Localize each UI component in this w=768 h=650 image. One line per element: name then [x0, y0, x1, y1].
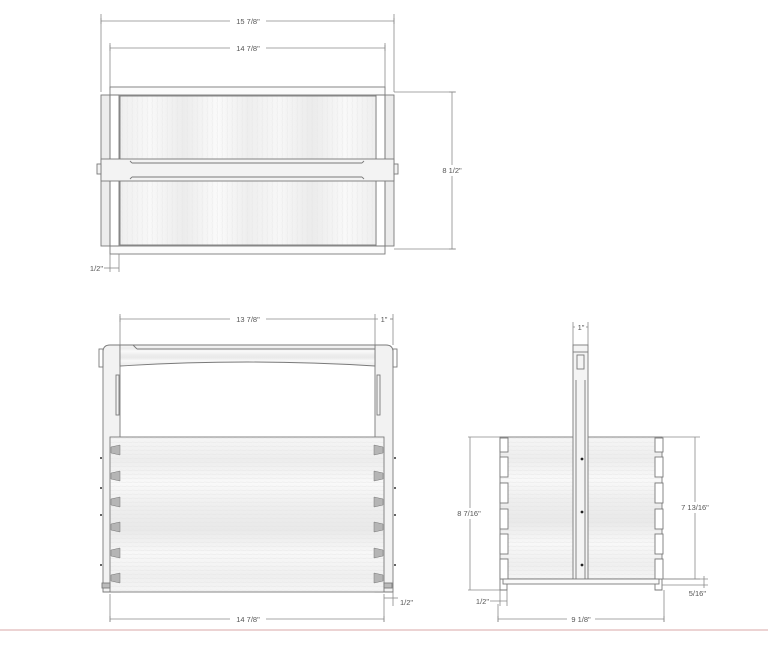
front-handle-bar: [119, 344, 376, 367]
top-rail-front: [109, 245, 386, 255]
label-side-box-height: 7 13/16": [681, 503, 709, 512]
dim-front-bottom-overhang: [384, 592, 398, 606]
label-side-base-depth: 9 1/8": [571, 615, 591, 624]
front-view: 13 7/8" 1": [98, 313, 413, 624]
handle-slot: [576, 354, 585, 370]
side-finger-joints-left: [499, 437, 509, 580]
side-center-post: [572, 344, 589, 580]
top-rail-back: [109, 86, 386, 96]
label-side-offset: 1/2": [476, 597, 489, 606]
label-top-side-thickness: 1/2": [90, 264, 103, 273]
dim-front-base-width: [109, 594, 385, 624]
label-side-post-width: 1": [578, 323, 585, 332]
dim-side-base-depth: [497, 590, 665, 624]
label-top-depth: 8 1/2": [442, 166, 462, 175]
dim-top-overall-width: [100, 14, 395, 92]
dim-side-base-thickness: [662, 576, 708, 588]
label-front-handle-span: 13 7/8": [236, 315, 260, 324]
front-dovetails-left: [110, 444, 121, 584]
dim-top-side-thickness: [104, 254, 120, 272]
top-handle: [100, 158, 395, 182]
label-top-overall-width: 15 7/8": [236, 17, 260, 26]
label-front-base-width: 14 7/8": [236, 615, 260, 624]
label-front-bottom-overhang: 1/2": [400, 598, 413, 607]
dim-top-inner-width: [109, 42, 386, 90]
label-top-inner-width: 14 7/8": [236, 44, 260, 53]
dim-side-offset: [490, 590, 508, 606]
dim-side-post-width: [572, 321, 589, 345]
label-front-post-width: 1": [381, 315, 388, 324]
dim-side-overall-height: [452, 436, 500, 591]
label-side-base-thickness: 5/16": [689, 589, 707, 598]
dim-front-post-width: [375, 313, 394, 345]
side-view: 1": [452, 321, 714, 624]
top-view: 15 7/8" 14 7/8": [90, 14, 468, 273]
label-side-overall-height: 8 7/16": [457, 509, 481, 518]
side-finger-joints-right: [654, 437, 664, 580]
page-baseline: [0, 629, 768, 631]
side-base: [502, 578, 660, 585]
dim-top-depth: [394, 91, 468, 250]
front-dovetails-right: [373, 444, 384, 584]
